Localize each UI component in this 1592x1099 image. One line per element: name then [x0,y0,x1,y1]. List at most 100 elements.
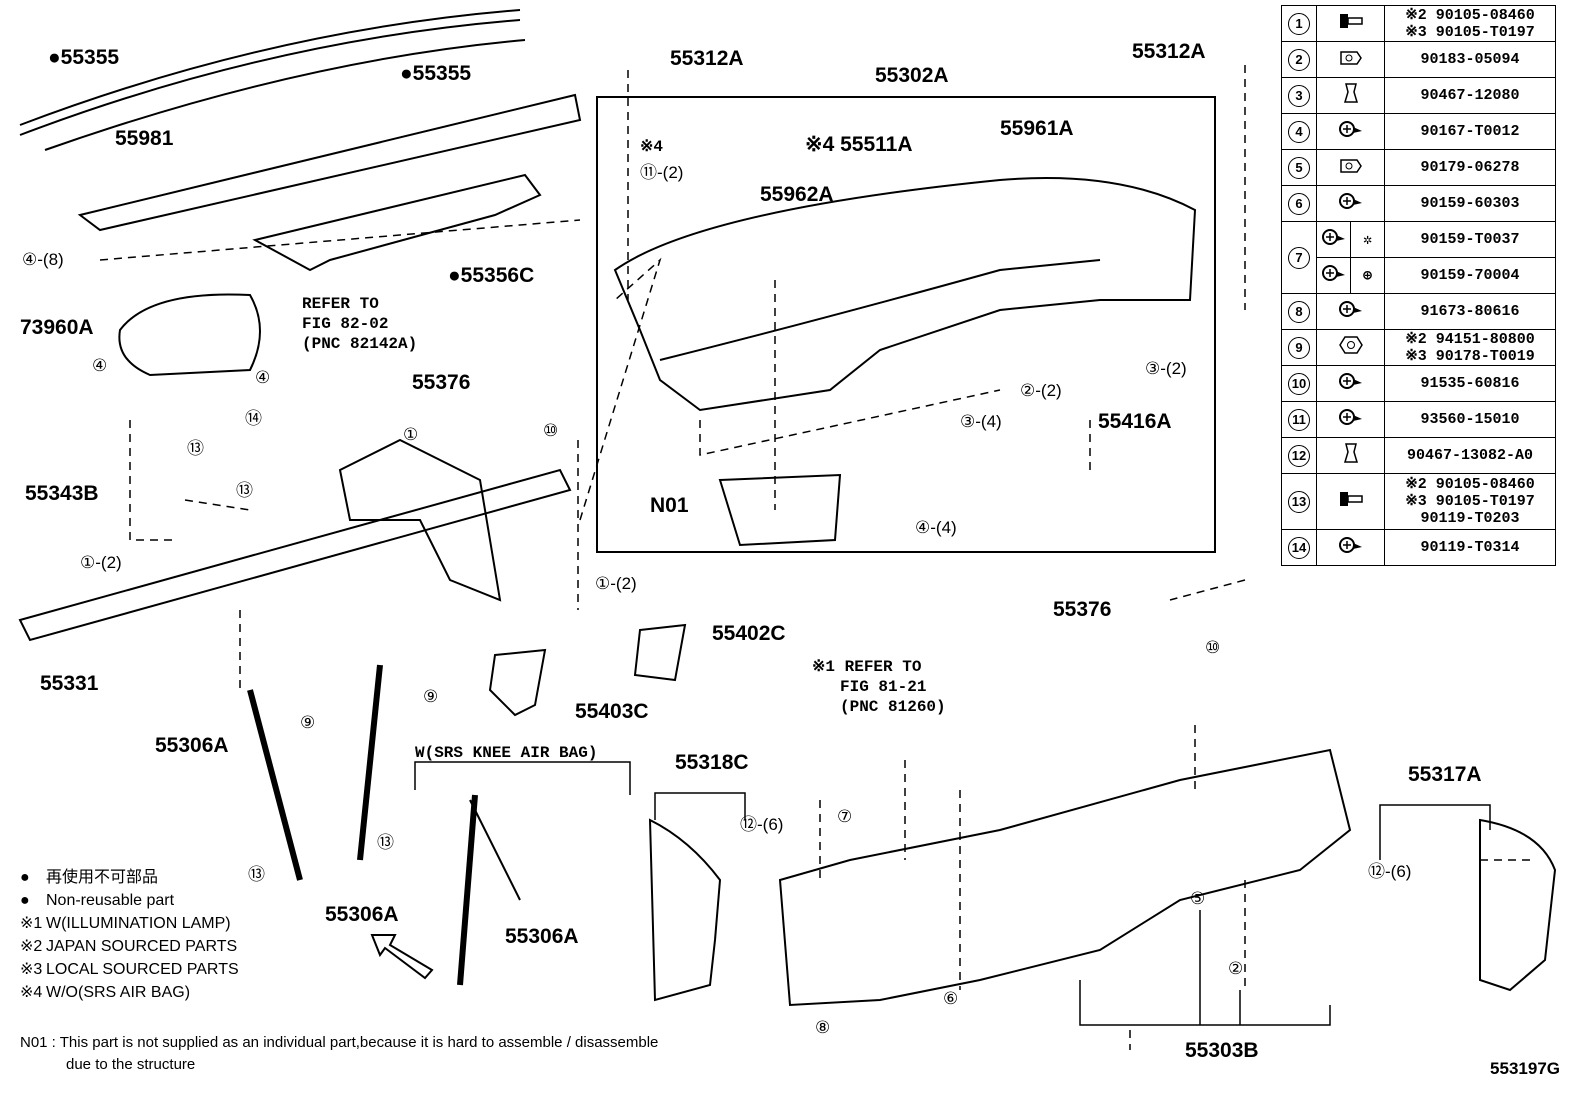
callout-13d: ⑬ [377,833,394,852]
part-number-cell: 90467-12080 [1384,77,1556,114]
part-n01 [718,473,842,547]
bracket-55303b-ticks [1199,910,1241,1025]
screw-icon [1316,185,1385,222]
screw-icon [1316,529,1385,566]
part-number: 90119-T0203 [1420,510,1520,527]
part-number-cell: 91673-80616 [1384,293,1556,330]
lower-panel-55303b [778,748,1352,1007]
note-line-1: N01 : This part is not supplied as an in… [20,1034,659,1051]
callout-10a: ⑩ [543,421,558,440]
parts-table-row: 1 ※2 90105-08460※3 90105-T0197 [1281,5,1556,42]
legend-text: 再使用不可部品 [46,869,159,886]
callout-12-6a: ⑫-(6) [740,815,783,834]
callout-11-2: ⑪-(2) [640,163,683,182]
parts-table-row: 2 90183-05094 [1281,41,1556,78]
callout-4-8: ④-(8) [22,250,64,269]
callout-9b: ⑨ [423,687,438,706]
callout-4: ④ [92,356,107,375]
brace-55306a-2 [357,664,383,861]
legend-text: LOCAL SOURCED PARTS [46,961,239,978]
bolt-icon [1316,473,1385,530]
label-n01: N01 [650,494,689,517]
screw-icon [1316,365,1385,402]
part-number-cell: ※2 94151-80800※3 90178-T0019 [1384,329,1556,366]
clip-icon [1316,77,1385,114]
part-number: 91535-60816 [1420,375,1520,392]
callout-2-2: ②-(2) [1020,381,1062,400]
part-number-cell: 90467-13082-A0 [1384,437,1556,474]
parts-table-row: 12 90467-13082-A0 [1281,437,1556,474]
refer1-line2: FIG 82-02 [302,315,388,333]
parts-row-number: 5 [1281,149,1317,186]
callout-14: ⑭ [245,409,262,428]
part-number-cell: 90183-05094 [1384,41,1556,78]
label-55306a-1: 55306A [155,734,229,757]
part-number: 90183-05094 [1420,51,1520,68]
center-brace [338,438,502,602]
bracket-55303b [1079,980,1331,1026]
panel-55317a [1479,818,1557,992]
label-55962a: 55962A [760,183,834,206]
callout-4-4: ④-(4) [915,518,957,537]
part-number-cell: 91535-60816 [1384,365,1556,402]
screw-icon [1316,221,1351,258]
n01-note: N01 : This part is not supplied as an in… [20,1032,658,1076]
part-number: 90119-T0314 [1420,539,1520,556]
parts-row-number: 2 [1281,41,1317,78]
panel-55318c [648,818,722,1002]
screw-icon [1316,293,1385,330]
refer2-line2: FIG 81-21 [840,678,926,696]
callout-8: ⑧ [815,1018,830,1037]
assembly-box-55302a [596,96,1216,553]
part-number: ※2 94151-80800 [1405,330,1535,348]
parts-row-number: 1 [1281,5,1317,42]
refer2-line1: ※1 REFER TO [812,658,922,676]
legend-text: Non-reusable part [46,892,175,909]
upper-panel-edge [659,259,1101,361]
part-number-cell: ※2 90105-08460※3 90105-T0197 [1384,5,1556,42]
airbag-73960a [118,293,261,377]
label-55376-b: 55376 [1053,598,1111,621]
label-55961a: 55961A [1000,117,1074,140]
bracket-55402c [633,623,687,682]
legend-mark: ● [20,869,30,886]
callout-3-2: ③-(2) [1145,359,1187,378]
callout-1-2a: ①-(2) [80,553,122,572]
label-55356c: ●55356C [448,264,534,287]
refer1-line3: (PNC 82142A) [302,335,417,353]
screw-icon [1316,257,1351,294]
parts-row-number: 12 [1281,437,1317,474]
label-55317a: 55317A [1408,763,1482,786]
parts-row-number: 13 [1281,473,1317,530]
screw-icon [1316,401,1385,438]
legend-row: ●Non-reusable part [20,889,239,912]
label-55318c: 55318C [675,751,749,774]
callout-3-4: ③-(4) [960,412,1002,431]
knee-airbag-label: W(SRS KNEE AIR BAG) [415,744,597,762]
label-55403c: 55403C [575,700,649,723]
label-73960a: 73960A [20,316,94,339]
label-55416a: 55416A [1098,410,1172,433]
clip-nut-icon [1316,41,1385,78]
legend-text: W(ILLUMINATION LAMP) [46,915,231,932]
label-55302a: 55302A [875,64,949,87]
nut-icon [1316,329,1385,366]
legend-mark: ※3 [20,961,43,978]
parts-table-row: ⊕90159-70004 [1282,257,1556,294]
clip-icon [1316,437,1385,474]
label-55306a-3: 55306A [505,925,579,948]
label-55981: 55981 [115,127,174,150]
legend-text: JAPAN SOURCED PARTS [46,938,238,955]
note4-mark: ※4 [640,138,663,156]
part-number: ※3 90105-T0197 [1405,493,1535,510]
part-number: 90467-12080 [1420,87,1520,104]
legend-mark: ※2 [20,938,43,955]
